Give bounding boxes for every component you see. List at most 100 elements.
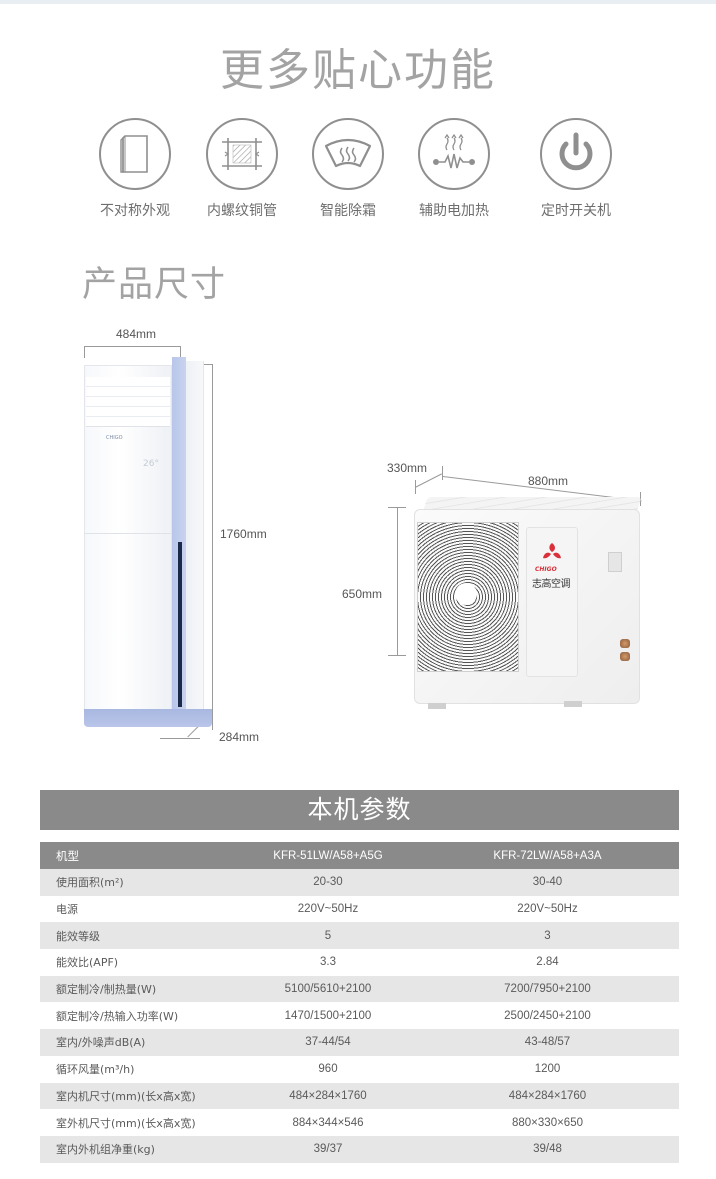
spec-label: 能效等级 <box>56 929 100 943</box>
feature-aux-electric-heating: 辅助电加热 <box>399 118 509 220</box>
indoor-air-slot <box>178 542 182 707</box>
spec-label: 循环风量(m³/h) <box>56 1063 135 1077</box>
spec-label: 额定制冷/热输入功率(W) <box>56 1009 179 1023</box>
power-icon <box>559 132 593 171</box>
threaded-pipe-icon <box>222 138 262 170</box>
spec-label: 室外机尺寸(mm)(长x高x宽) <box>56 1116 196 1130</box>
outdoor-depth-tick-right <box>442 466 443 480</box>
spec-row: 使用面积(m²) 20-30 30-40 <box>40 869 679 896</box>
spec-row: 室内/外噪声dB(A) 37-44/54 43-48/57 <box>40 1029 679 1056</box>
top-border <box>0 0 716 4</box>
outdoor-fan-hub <box>455 583 477 605</box>
spec-value: 39/37 <box>313 1143 343 1156</box>
spec-value: 220V~50Hz <box>517 903 578 916</box>
indoor-air-grille <box>86 377 170 427</box>
spec-label: 室内/外噪声dB(A) <box>56 1036 146 1050</box>
header-model-2: KFR-72LW/A58+A3A <box>416 842 679 869</box>
outdoor-height-tick-top <box>388 507 406 508</box>
spec-label: 使用面积(m²) <box>56 876 124 890</box>
outdoor-foot <box>564 701 582 707</box>
door-panel-icon <box>120 135 148 173</box>
outdoor-brand-cn: 志高空调 <box>532 579 571 590</box>
spec-value: 1200 <box>534 1063 561 1076</box>
feature-threaded-copper-pipe: 内螺纹铜管 <box>187 118 297 220</box>
header-model-label: 机型 <box>40 842 240 869</box>
spec-header-row: 机型 KFR-51LW/A58+A5G KFR-72LW/A58+A3A <box>40 842 679 869</box>
spec-row: 能效比(APF) 3.3 2.84 <box>40 949 679 976</box>
spec-label: 额定制冷/制热量(W) <box>56 983 157 997</box>
spec-value: 5100/5610+2100 <box>284 983 372 996</box>
indoor-unit-image: CHIGO 26° <box>84 357 212 729</box>
indoor-width-label: 484mm <box>116 327 157 341</box>
spec-value: 30-40 <box>532 876 563 889</box>
indoor-height-label: 1760mm <box>220 527 267 541</box>
spec-row: 室外机尺寸(mm)(长x高x宽) 884×344×546 880×330×650 <box>40 1109 679 1136</box>
feature-label: 不对称外观 <box>100 203 170 219</box>
features-title: 更多贴心功能 <box>220 45 496 96</box>
indoor-display: 26° <box>143 459 159 469</box>
spec-value: 484×284×1760 <box>508 1089 587 1102</box>
chigo-logo-icon <box>543 543 561 559</box>
indoor-width-tick-right <box>180 346 181 358</box>
outdoor-width-label: 880mm <box>528 474 569 488</box>
spec-value: 1470/1500+2100 <box>284 1009 372 1022</box>
spec-label: 电源 <box>56 903 78 917</box>
indoor-depth-line <box>160 738 200 739</box>
spec-row: 电源 220V~50Hz 220V~50Hz <box>40 895 679 923</box>
spec-row: 室内外机组净重(kg) 39/37 39/48 <box>40 1135 679 1163</box>
spec-row: 室内机尺寸(mm)(长x高x宽) 484×284×1760 484×284×17… <box>40 1082 679 1110</box>
spec-row: 能效等级 5 3 <box>40 922 679 950</box>
feature-smart-defrost: 智能除霜 <box>293 118 403 220</box>
spec-value: 3.3 <box>320 956 336 969</box>
dimensions-title: 产品尺寸 <box>82 265 227 305</box>
spec-value: 20-30 <box>313 876 343 889</box>
defrost-windshield-icon <box>324 138 372 168</box>
spec-table: 机型 KFR-51LW/A58+A5G KFR-72LW/A58+A3A 使用面… <box>40 842 679 1163</box>
indoor-brand-mark: CHIGO <box>106 435 123 441</box>
indoor-depth-label: 284mm <box>219 730 260 744</box>
specs-title: 本机参数 <box>40 790 679 830</box>
feature-timer-power: 定时开关机 <box>521 118 631 220</box>
indoor-height-line <box>212 364 213 730</box>
indoor-panel-divider <box>84 533 172 534</box>
indoor-side-panel <box>186 361 204 721</box>
outdoor-service-valves <box>620 639 632 669</box>
spec-value: 884×344×546 <box>292 1116 364 1129</box>
spec-label: 能效比(APF) <box>56 956 119 970</box>
spec-row: 额定制冷/制热量(W) 5100/5610+2100 7200/7950+210… <box>40 975 679 1003</box>
spec-value: 880×330×650 <box>512 1116 583 1129</box>
spec-value: 43-48/57 <box>524 1036 571 1049</box>
feature-asymmetric-design: 不对称外观 <box>80 118 190 220</box>
spec-value: 484×284×1760 <box>289 1089 367 1102</box>
indoor-width-tick-left <box>84 346 85 358</box>
spec-value: 3 <box>544 929 551 942</box>
spec-value: 960 <box>318 1063 338 1076</box>
spec-value: 37-44/54 <box>305 1036 351 1049</box>
header-model-1: KFR-51LW/A58+A5G <box>240 842 416 869</box>
features-row: 不对称外观 内螺纹铜管 <box>0 118 716 228</box>
spec-label: 室内外机组净重(kg) <box>56 1143 155 1157</box>
outdoor-depth-line <box>414 473 442 488</box>
outdoor-side-port <box>608 552 622 572</box>
indoor-base <box>84 709 212 727</box>
outdoor-height-label: 650mm <box>342 587 383 601</box>
spec-value: 220V~50Hz <box>297 903 359 916</box>
outdoor-height-line <box>397 507 398 655</box>
outdoor-brand-en: CHIGO <box>535 566 557 573</box>
indoor-height-tick-top <box>196 364 213 365</box>
feature-label: 辅助电加热 <box>419 203 489 219</box>
electric-heating-icon <box>433 133 475 169</box>
spec-label: 室内机尺寸(mm)(长x高x宽) <box>56 1089 196 1103</box>
outdoor-depth-label: 330mm <box>387 461 428 475</box>
spec-value: 5 <box>324 929 332 942</box>
feature-label: 定时开关机 <box>541 203 611 219</box>
indoor-width-line <box>84 346 181 347</box>
spec-row: 循环风量(m³/h) 960 1200 <box>40 1055 679 1083</box>
spec-row: 额定制冷/热输入功率(W) 1470/1500+2100 2500/2450+2… <box>40 1002 679 1030</box>
feature-label: 智能除霜 <box>320 203 376 219</box>
spec-value: 39/48 <box>533 1143 562 1156</box>
spec-value: 2.84 <box>536 956 559 969</box>
outdoor-height-tick-bottom <box>388 655 406 656</box>
outdoor-foot <box>428 703 446 709</box>
spec-value: 7200/7950+2100 <box>504 983 591 996</box>
